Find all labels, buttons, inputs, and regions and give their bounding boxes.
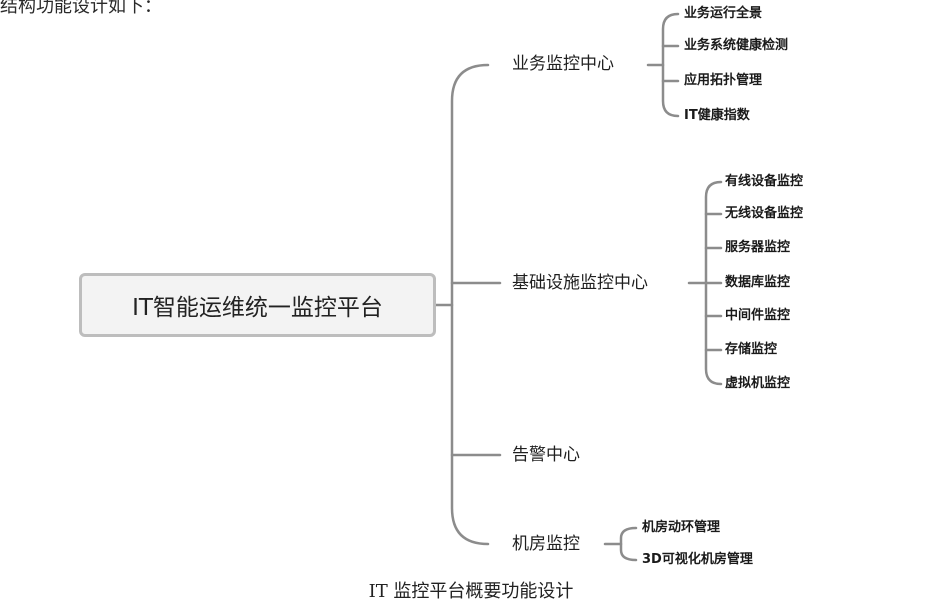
leaf-3d-datacenter: 3D可视化机房管理 — [642, 552, 753, 567]
top-text-fragment: 结构功能设计如下： — [0, 0, 162, 17]
branch-alarm-center: 告警中心 — [512, 445, 580, 465]
business-bracket — [661, 12, 680, 118]
main-trunk — [450, 63, 490, 546]
leaf-wired-device: 有线设备监控 — [725, 174, 804, 189]
leaf-middleware: 中间件监控 — [725, 308, 791, 323]
branch-infrastructure-monitoring: 基础设施监控中心 — [512, 273, 648, 293]
leaf-wireless-device: 无线设备监控 — [725, 206, 804, 221]
leaf-it-health-index: IT健康指数 — [684, 108, 750, 123]
root-label: IT智能运维统一监控平台 — [132, 295, 383, 321]
leaf-business-overview: 业务运行全景 — [684, 6, 763, 21]
leaf-storage: 存储监控 — [725, 342, 778, 357]
datacenter-bracket — [619, 526, 638, 562]
leaf-datacenter-environment: 机房动环管理 — [642, 520, 721, 535]
leaf-virtual-machine: 虚拟机监控 — [725, 376, 791, 391]
leaf-business-health-check: 业务系统健康检测 — [684, 38, 789, 53]
figure-caption: IT 监控平台概要功能设计 — [368, 581, 574, 602]
leaf-app-topology: 应用拓扑管理 — [684, 73, 763, 88]
branch-datacenter-monitoring: 机房监控 — [512, 534, 580, 554]
branch-business-monitoring: 业务监控中心 — [512, 54, 614, 74]
leaf-server: 服务器监控 — [725, 240, 791, 255]
root-node: IT智能运维统一监控平台 — [79, 273, 436, 337]
leaf-database: 数据库监控 — [725, 275, 791, 290]
